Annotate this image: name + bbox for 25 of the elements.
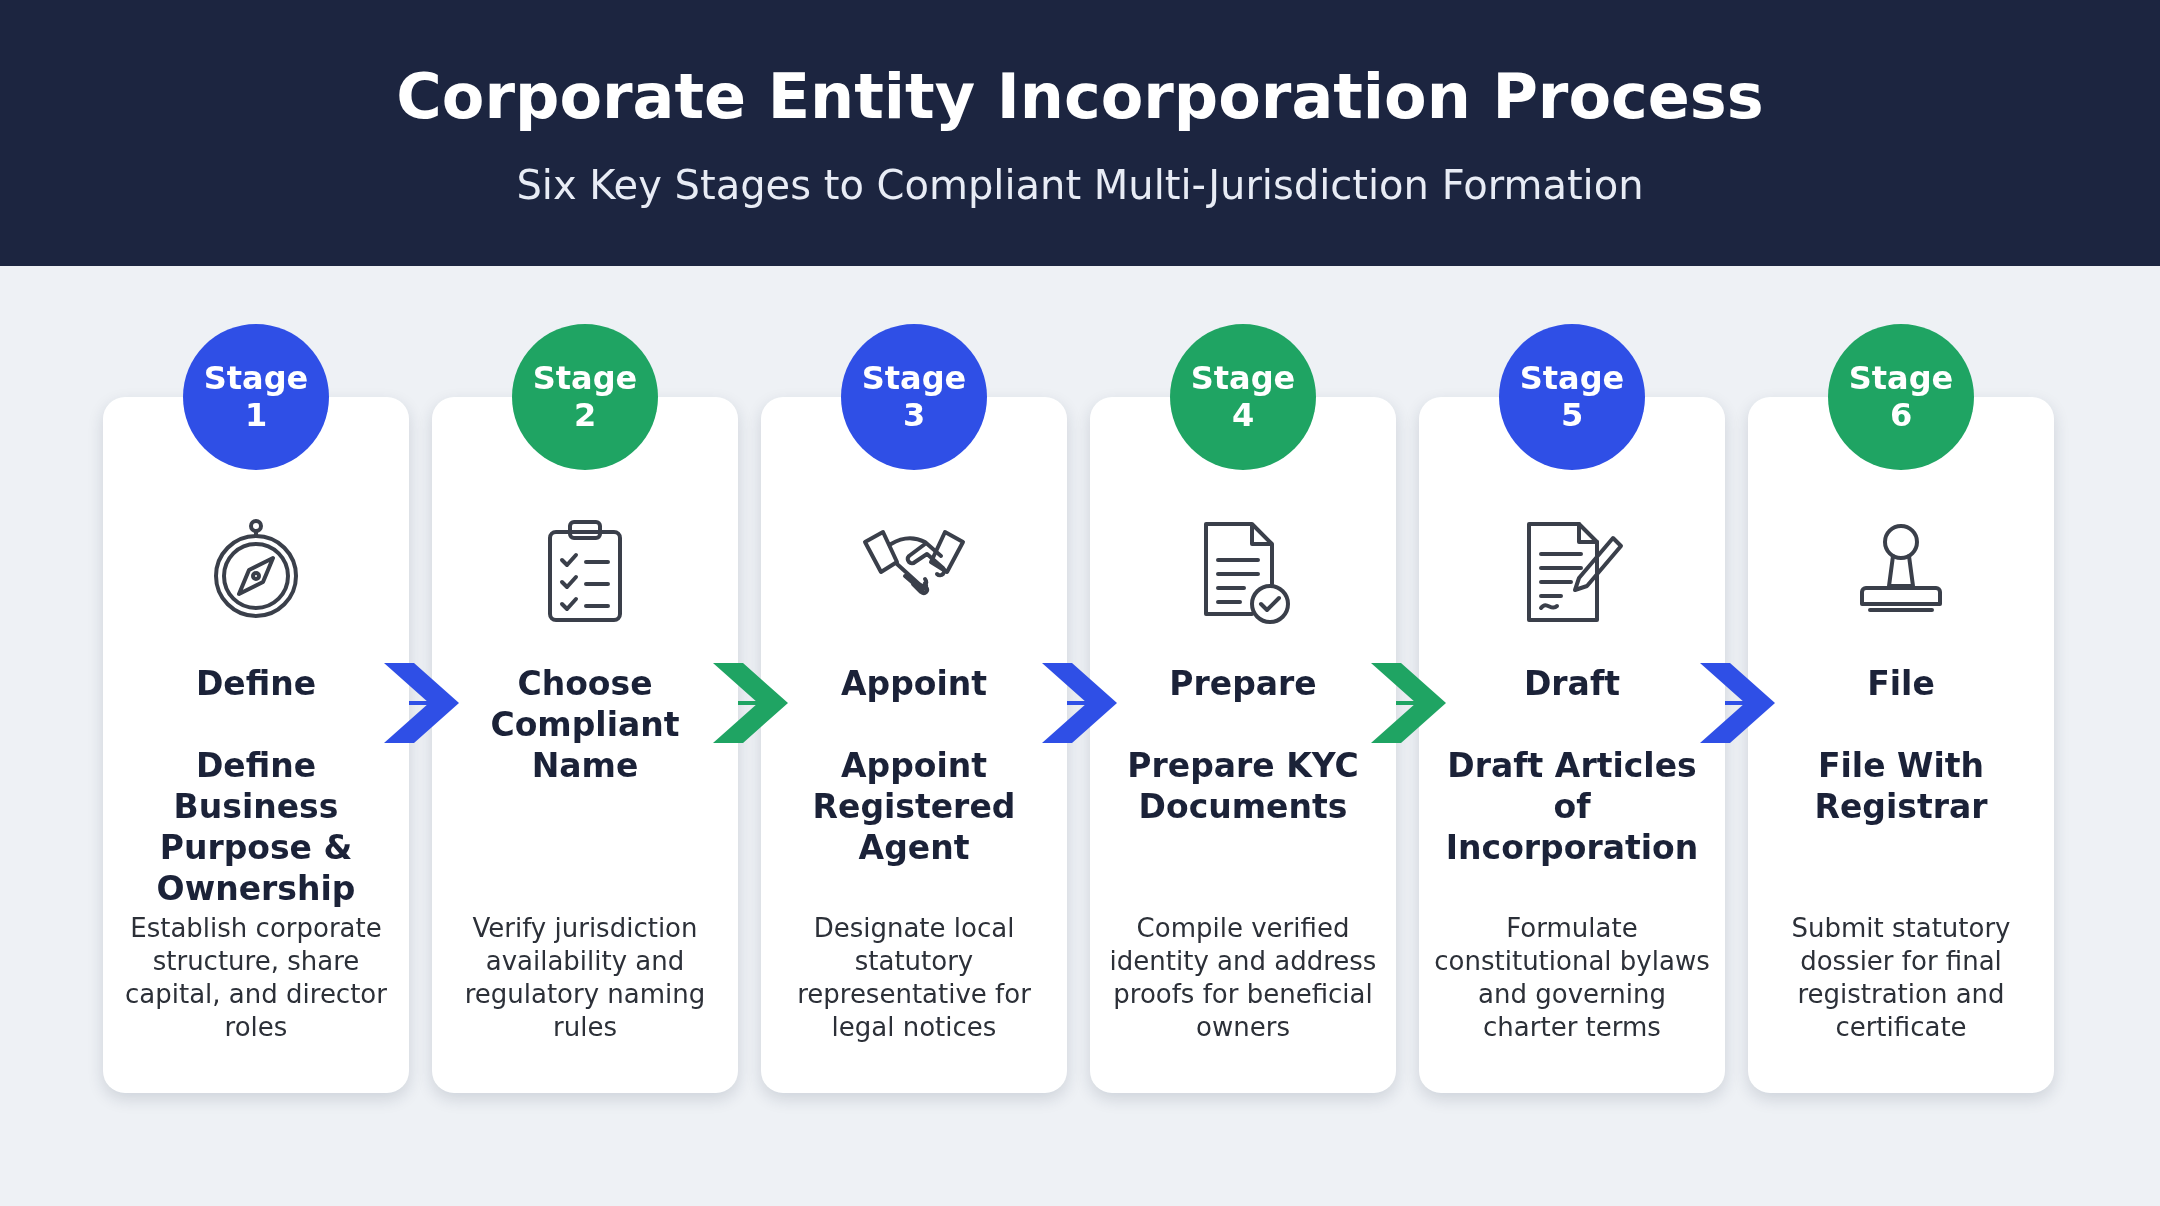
stage-title: Prepare KYC Documents	[1126, 745, 1360, 827]
stage-title: Draft Articles of Incorporation	[1444, 745, 1700, 868]
stage-badge: Stage 4	[1170, 324, 1316, 470]
stage-title: Appoint Registered Agent	[811, 745, 1017, 868]
subtitle: Six Key Stages to Compliant Multi-Jurisdiction Formation	[515, 162, 1645, 208]
stage-description: Establish corporate structure, share capital, and director roles	[124, 912, 388, 1044]
title: Corporate Entity Incorporation Process	[395, 60, 1765, 133]
stage-description: Verify jurisdiction availability and regulatory naming rules	[463, 912, 707, 1044]
stage-badge: Stage 1	[183, 324, 329, 470]
stage-description: Designate local statutory representative for legal notices	[796, 912, 1032, 1044]
stage-name: Appoint	[839, 663, 988, 704]
stage-name: Prepare	[1168, 663, 1318, 704]
stage-name: Draft	[1522, 663, 1622, 704]
stage-name: Choose Compliant Name	[489, 663, 681, 786]
stage-badge: Stage 3	[841, 324, 987, 470]
stage-badge: Stage 2	[512, 324, 658, 470]
stage-title: File With Registrar	[1813, 745, 1989, 827]
stage-badge: Stage 5	[1499, 324, 1645, 470]
stage-description: Submit statutory dossier for final registration and certificate	[1790, 912, 2012, 1044]
stage-description: Compile verified identity and address proofs for beneficial owners	[1108, 912, 1378, 1044]
stage-name: File	[1866, 663, 1936, 704]
stage-name: Define	[194, 663, 318, 704]
stage-title: Define Business Purpose & Ownership	[155, 745, 357, 909]
stage-description: Formulate constitutional bylaws and governing charter terms	[1433, 912, 1711, 1044]
stage-badge: Stage 6	[1828, 324, 1974, 470]
